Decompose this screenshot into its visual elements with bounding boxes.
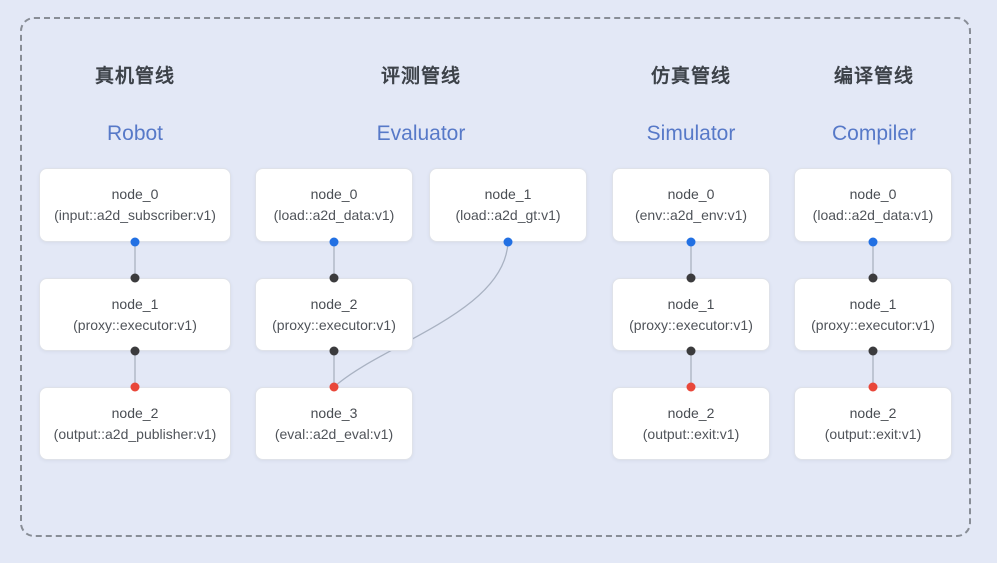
pipeline-title-en: Evaluator: [376, 122, 466, 145]
node-name: node_0: [310, 186, 358, 202]
node-name: node_2: [310, 295, 358, 312]
pipeline-title-zh: 评测管线: [380, 66, 462, 87]
header-evaluator: 评测管线: [381, 61, 461, 88]
pipeline-title-en: Compiler: [831, 122, 917, 145]
node-name: node_1: [849, 295, 897, 312]
node-type: (input::a2d_subscriber:v1): [54, 207, 216, 223]
evaluator-node-3: node_3 (eval::a2d_eval:v1): [255, 387, 413, 460]
node-type: (output::exit:v1): [642, 425, 740, 442]
compiler-node-0: node_0 (load::a2d_data:v1): [794, 168, 952, 242]
node-name: node_1: [484, 186, 532, 202]
header-simulator: 仿真管线: [651, 61, 731, 88]
pipeline-title-en: Simulator: [646, 122, 736, 145]
node-type: (load::a2d_gt:v1): [455, 207, 561, 223]
node-type: (output::exit:v1): [824, 425, 922, 442]
simulator-node-2: node_2 (output::exit:v1): [612, 387, 770, 460]
compiler-node-2: node_2 (output::exit:v1): [794, 387, 952, 460]
compiler-node-1: node_1 (proxy::executor:v1): [794, 278, 952, 351]
node-type: (load::a2d_data:v1): [812, 207, 934, 223]
node-type: (proxy::executor:v1): [811, 316, 935, 333]
simulator-node-1: node_1 (proxy::executor:v1): [612, 278, 770, 351]
pipeline-title-zh: 编译管线: [833, 66, 915, 87]
node-type: (proxy::executor:v1): [272, 316, 396, 333]
pipeline-title-zh: 真机管线: [94, 66, 176, 87]
node-name: node_3: [310, 404, 358, 421]
node-type: (proxy::executor:v1): [73, 316, 197, 333]
pipeline-title-en: Robot: [106, 122, 164, 145]
node-name: node_0: [111, 186, 159, 202]
robot-node-0: node_0 (input::a2d_subscriber:v1): [39, 168, 231, 242]
node-name: node_2: [111, 404, 159, 421]
node-name: node_2: [849, 404, 897, 421]
evaluator-node-1: node_1 (load::a2d_gt:v1): [429, 168, 587, 242]
node-type: (proxy::executor:v1): [629, 316, 753, 333]
robot-node-2: node_2 (output::a2d_publisher:v1): [39, 387, 231, 460]
node-name: node_2: [667, 404, 715, 421]
simulator-node-0: node_0 (env::a2d_env:v1): [612, 168, 770, 242]
node-type: (output::a2d_publisher:v1): [53, 425, 217, 442]
evaluator-node-2: node_2 (proxy::executor:v1): [255, 278, 413, 351]
node-type: (env::a2d_env:v1): [634, 207, 748, 223]
node-type: (eval::a2d_eval:v1): [274, 425, 394, 442]
node-name: node_1: [111, 295, 159, 312]
node-type: (load::a2d_data:v1): [273, 207, 395, 223]
node-name: node_0: [849, 186, 897, 202]
dashed-frame: [20, 17, 971, 537]
robot-node-1: node_1 (proxy::executor:v1): [39, 278, 231, 351]
header-robot: 真机管线: [95, 61, 175, 88]
evaluator-node-0: node_0 (load::a2d_data:v1): [255, 168, 413, 242]
header-compiler: 编译管线: [834, 61, 914, 88]
node-name: node_0: [667, 186, 715, 202]
node-name: node_1: [667, 295, 715, 312]
pipeline-title-zh: 仿真管线: [650, 66, 732, 87]
